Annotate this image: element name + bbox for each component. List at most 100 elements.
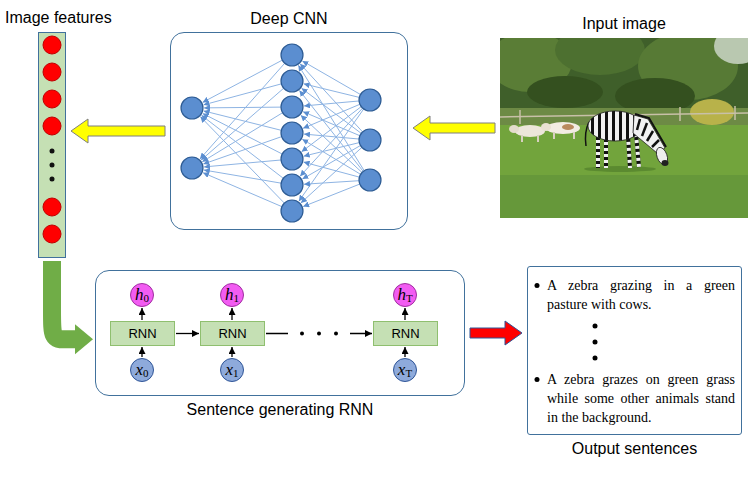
net-link (204, 160, 281, 167)
feed-arrow (52, 261, 93, 354)
text-holder: RNN (374, 322, 437, 345)
flow-arrow (232, 308, 233, 320)
net-link (299, 90, 363, 171)
connectors (52, 116, 522, 357)
cow-head (509, 125, 519, 133)
flow-line (141, 308, 142, 320)
hidden-state: h0 (130, 283, 154, 307)
cow-body (515, 125, 545, 137)
feature-arrow (413, 116, 495, 140)
text-holder: Sentence generating RNN (76, 400, 484, 420)
net-unit (281, 122, 303, 144)
feature-arrow (71, 119, 165, 143)
cow (509, 125, 545, 142)
ellipsis-dot (317, 332, 321, 336)
arrowhead (75, 324, 93, 354)
ellipsis-dot (300, 332, 304, 336)
heading: Output sentences (508, 439, 748, 459)
stripe (612, 108, 615, 148)
flow-line (404, 347, 405, 357)
feature-cell (43, 225, 61, 243)
cow-leg (573, 132, 575, 139)
flow-arrow (142, 308, 143, 320)
feature-cell (43, 117, 61, 135)
rnn-cell: RNN (110, 321, 175, 346)
cow (541, 122, 580, 139)
net-link (303, 184, 360, 207)
heading: Image features (5, 8, 112, 28)
flow-line (404, 308, 405, 320)
net-unit (181, 97, 203, 119)
output-box: A zebra grazing in a green pasture with … (527, 266, 742, 435)
net-link (203, 113, 283, 154)
net-link (301, 147, 362, 203)
net-link (300, 64, 362, 132)
zebra-leg (628, 136, 630, 168)
text-holder: x0 (131, 359, 153, 381)
bush (690, 99, 734, 125)
ellipsis-dot (50, 149, 55, 154)
text-holder: xT (394, 359, 416, 381)
net-link (204, 170, 281, 183)
text-holder: RNN (111, 322, 174, 345)
net-link (304, 84, 360, 98)
stripe (598, 108, 601, 148)
feature-cell (43, 36, 61, 54)
net-unit (281, 70, 303, 92)
net-link (202, 115, 284, 178)
net-link (304, 181, 359, 185)
zebra-stripes (591, 108, 636, 148)
output-marks (535, 283, 598, 382)
zebra-leg (628, 136, 630, 168)
bullet (535, 283, 540, 288)
net-unit (359, 169, 381, 191)
feature-cell (43, 63, 61, 81)
rnn-ellipsis (300, 332, 338, 336)
feature-vector-cells (43, 36, 61, 243)
text-holder: Output sentences (508, 439, 748, 459)
net-link (302, 139, 360, 174)
net-link (302, 107, 362, 152)
stripe (642, 123, 647, 136)
block-arrow (470, 321, 522, 345)
zebra-leg (596, 134, 600, 168)
flow-arrow (405, 308, 406, 320)
net-link (204, 107, 281, 109)
foliage (555, 38, 645, 75)
stripe (619, 108, 622, 148)
flow-arrow (176, 333, 199, 334)
ellipsis-dot (50, 163, 55, 168)
text-holder: Input image (480, 14, 748, 34)
rnn-cell: RNN (373, 321, 438, 346)
sky (714, 38, 748, 64)
net-link (204, 111, 282, 130)
net-unit (359, 89, 381, 111)
text-holder: A zebra grazes on green grass while some… (547, 370, 735, 427)
grass (500, 175, 748, 218)
text-holder: h0 (131, 284, 153, 306)
rnn-cell: RNN (200, 321, 265, 346)
flow-line (231, 308, 232, 320)
net-link (298, 65, 364, 170)
ellipsis-dot (593, 356, 598, 361)
state-label: hT (397, 286, 412, 304)
net-unit (281, 148, 303, 170)
zebra-leg (596, 134, 600, 168)
ellipsis-dot (50, 177, 55, 182)
cow-head (541, 123, 551, 131)
zebra (585, 108, 669, 168)
hidden-state: h1 (220, 283, 244, 307)
input-token: xT (393, 358, 417, 382)
zebra-muzzle (662, 160, 669, 166)
net-link (202, 113, 282, 162)
state-label: h1 (225, 286, 239, 304)
ellipsis-dot (593, 340, 598, 345)
net-link (204, 84, 282, 105)
net-unit (281, 44, 303, 66)
net-unit (281, 174, 303, 196)
input-token: x0 (130, 358, 154, 382)
net-link (302, 88, 362, 133)
ellipsis-dot (334, 332, 338, 336)
feature-cell (43, 90, 61, 108)
text-holder: Deep CNN (151, 9, 427, 29)
